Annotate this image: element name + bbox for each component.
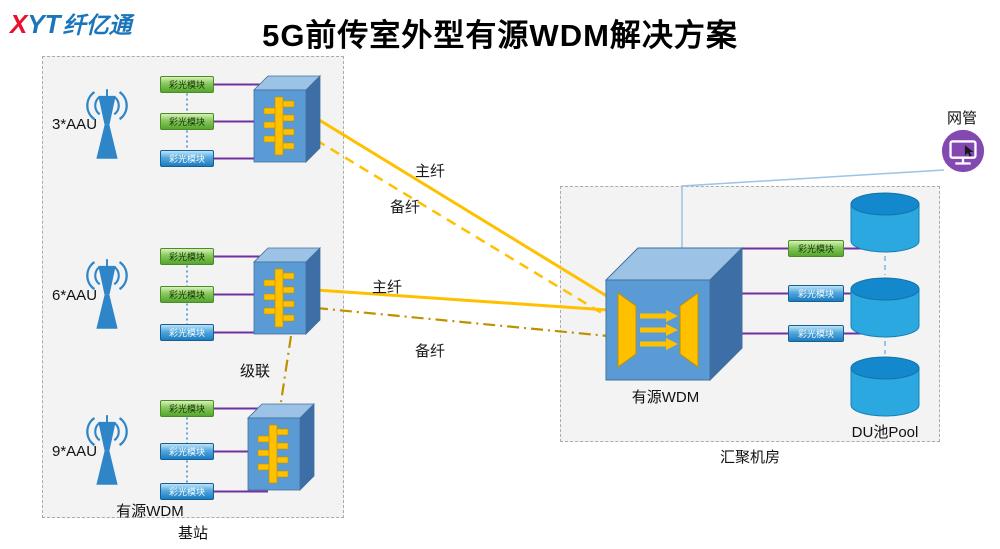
- nms-monitor-icon: [940, 128, 986, 174]
- fiber-backup-1-label: 备纤: [390, 199, 421, 216]
- du-cylinder-icon-2: [848, 277, 922, 339]
- optical-module: 彩光模块: [160, 443, 214, 460]
- aggregation-wdm-icon: [598, 238, 748, 388]
- optical-module: 彩光模块: [160, 324, 214, 341]
- du-cylinder-icon-3: [848, 356, 922, 418]
- optical-module: 彩光模块: [160, 113, 214, 130]
- page-title: 5G前传室外型有源WDM解决方案: [262, 18, 738, 53]
- base-station-wdm-label: 有源WDM: [116, 503, 184, 520]
- du-pool-label: DU池Pool: [851, 424, 919, 441]
- aau-label-1: 3*AAU: [52, 116, 98, 133]
- aau-label-2: 6*AAU: [52, 287, 98, 304]
- nms-label: 网管: [946, 110, 977, 127]
- optical-module: 彩光模块: [160, 150, 214, 167]
- optical-module: 彩光模块: [160, 248, 214, 265]
- logo: XYT纤亿通: [10, 6, 132, 40]
- antenna-icon-3: [78, 410, 136, 488]
- logo-mark-yt: YT: [27, 9, 61, 39]
- base-station-zone-label: 基站: [177, 525, 208, 542]
- fiber-main-1-label: 主纤: [415, 163, 446, 180]
- cascade-label: 级联: [240, 363, 271, 380]
- optical-module: 彩光模块: [788, 325, 844, 342]
- optical-module: 彩光模块: [788, 285, 844, 302]
- du-cylinder-icon-1: [848, 192, 922, 254]
- wdm-device-icon-3: [242, 400, 320, 495]
- optical-module: 彩光模块: [160, 286, 214, 303]
- fiber-main-2-label: 主纤: [372, 279, 403, 296]
- optical-module: 彩光模块: [160, 400, 214, 417]
- fiber-backup-2-label: 备纤: [415, 343, 446, 360]
- antenna-icon-2: [78, 254, 136, 332]
- aggregation-zone-label: 汇聚机房: [719, 449, 780, 466]
- wdm-device-icon-1: [248, 72, 326, 167]
- optical-module: 彩光模块: [160, 483, 214, 500]
- optical-module: 彩光模块: [788, 240, 844, 257]
- logo-name: 纤亿通: [62, 12, 132, 38]
- logo-mark-x: X: [10, 9, 28, 39]
- optical-module: 彩光模块: [160, 76, 214, 93]
- antenna-icon-1: [78, 84, 136, 162]
- aau-label-3: 9*AAU: [52, 443, 98, 460]
- wdm-device-icon-2: [248, 244, 326, 339]
- aggregation-wdm-label: 有源WDM: [631, 389, 700, 406]
